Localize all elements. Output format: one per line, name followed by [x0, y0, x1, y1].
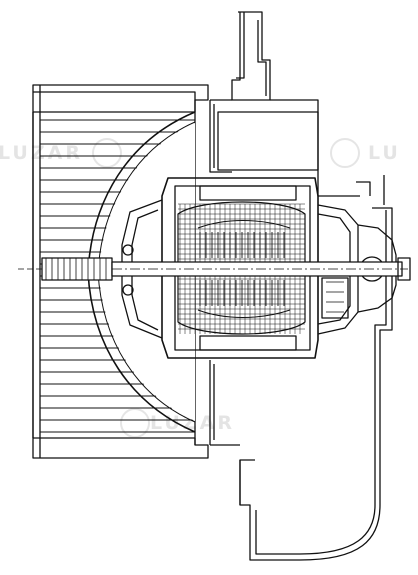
motor-body: [121, 177, 397, 359]
shaft-stub: [41, 257, 113, 281]
armature: [177, 201, 306, 335]
magnet-top: [199, 185, 297, 201]
watermark-right: LU: [368, 142, 401, 164]
watermark-seal-right: [330, 138, 360, 168]
watermark-seal-center: [120, 408, 150, 438]
watermark-center: LUZAR: [150, 412, 235, 434]
motor-housing: [209, 11, 393, 561]
magnet-bottom: [199, 335, 297, 351]
motor-shaft: [111, 257, 411, 281]
watermark-seal-left: [92, 138, 122, 168]
